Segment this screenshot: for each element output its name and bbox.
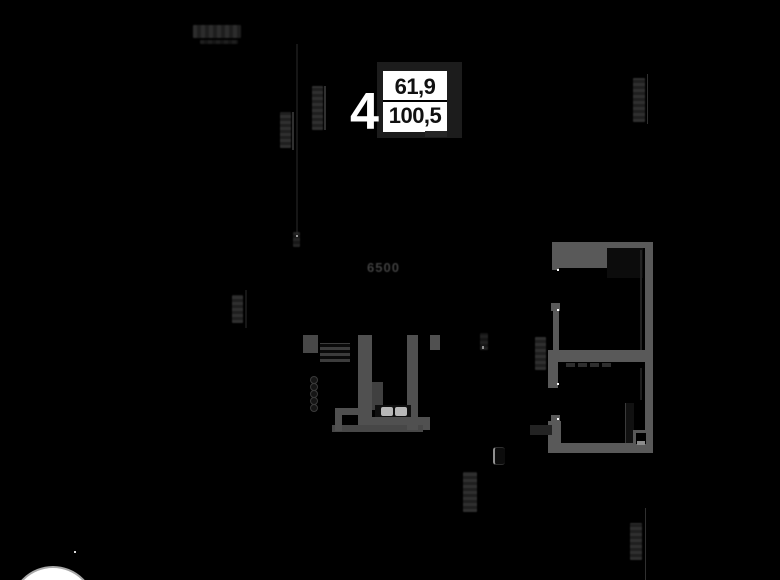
wall-left-c bbox=[548, 350, 558, 388]
wall-left bbox=[358, 335, 372, 430]
dimension-text-blur bbox=[535, 337, 546, 370]
fitting-highlight bbox=[482, 346, 484, 349]
wall-ext-horizontal bbox=[335, 408, 362, 415]
wardrobe-line bbox=[640, 250, 642, 350]
dimension-line bbox=[324, 86, 326, 130]
fitting-highlight bbox=[296, 235, 298, 237]
total-area-value: 100,5 bbox=[388, 103, 442, 128]
fitting-mark bbox=[480, 333, 488, 350]
area-divider bbox=[383, 100, 447, 102]
window-marker bbox=[557, 383, 559, 385]
sink-fixture bbox=[381, 407, 393, 416]
area-box: 61,9 100,5 bbox=[383, 71, 447, 132]
dimension-line bbox=[292, 112, 294, 150]
dimension-line bbox=[645, 508, 646, 580]
dimension-text-blur bbox=[232, 295, 243, 323]
wall-divider bbox=[552, 350, 653, 362]
wall-right bbox=[645, 242, 653, 453]
wall-stub-right bbox=[430, 335, 440, 350]
door-dash bbox=[578, 363, 587, 367]
dimension-text-blur bbox=[312, 86, 323, 130]
door-dash bbox=[566, 363, 575, 367]
interior-line bbox=[640, 368, 642, 400]
dimension-text-blur bbox=[633, 78, 645, 122]
radiator-icon bbox=[310, 404, 318, 412]
wall-topleft-block bbox=[552, 242, 607, 268]
window-marker bbox=[557, 269, 559, 271]
wall-line bbox=[245, 290, 247, 328]
wall-left-a bbox=[552, 248, 559, 270]
window-marker bbox=[557, 309, 559, 311]
compass-circle bbox=[10, 566, 96, 580]
apartment-badge[interactable]: 4 61,9 100,5 bbox=[346, 60, 466, 140]
badge-shadow-tab bbox=[425, 131, 447, 137]
wall-step bbox=[372, 382, 383, 410]
wall-left-stub2 bbox=[551, 415, 560, 422]
rooms-count: 4 bbox=[350, 83, 379, 141]
dimension-label: 6500 bbox=[367, 260, 400, 275]
wall-right bbox=[407, 335, 418, 430]
wall-bottom bbox=[552, 443, 653, 453]
wall-line bbox=[296, 44, 298, 234]
window-marker bbox=[557, 418, 559, 420]
living-area-value: 61,9 bbox=[394, 74, 436, 99]
shaft-insert bbox=[637, 441, 645, 445]
dimension-text-blur bbox=[280, 112, 291, 148]
wall-left-stub1 bbox=[551, 303, 560, 311]
dimension-line bbox=[647, 74, 648, 124]
fitting-mark bbox=[293, 232, 300, 247]
watermark bbox=[193, 25, 241, 38]
sink-fixture bbox=[395, 407, 407, 416]
door-handle-mark bbox=[493, 447, 505, 465]
wardrobe bbox=[625, 403, 634, 443]
door-dash bbox=[602, 363, 611, 367]
stray-speck bbox=[74, 551, 76, 553]
wall-patch bbox=[530, 425, 552, 435]
watermark-subline bbox=[200, 40, 238, 44]
wall-bottom-lip bbox=[332, 425, 423, 432]
bed bbox=[607, 248, 643, 278]
dimension-text-blur bbox=[463, 472, 477, 512]
door-dash bbox=[590, 363, 599, 367]
dimension-text-blur bbox=[630, 523, 642, 560]
wall-ext-vertical bbox=[335, 415, 342, 431]
wall-left-b bbox=[553, 311, 559, 352]
door-swing-hatch bbox=[320, 343, 350, 362]
wall-stub-left bbox=[303, 335, 318, 353]
